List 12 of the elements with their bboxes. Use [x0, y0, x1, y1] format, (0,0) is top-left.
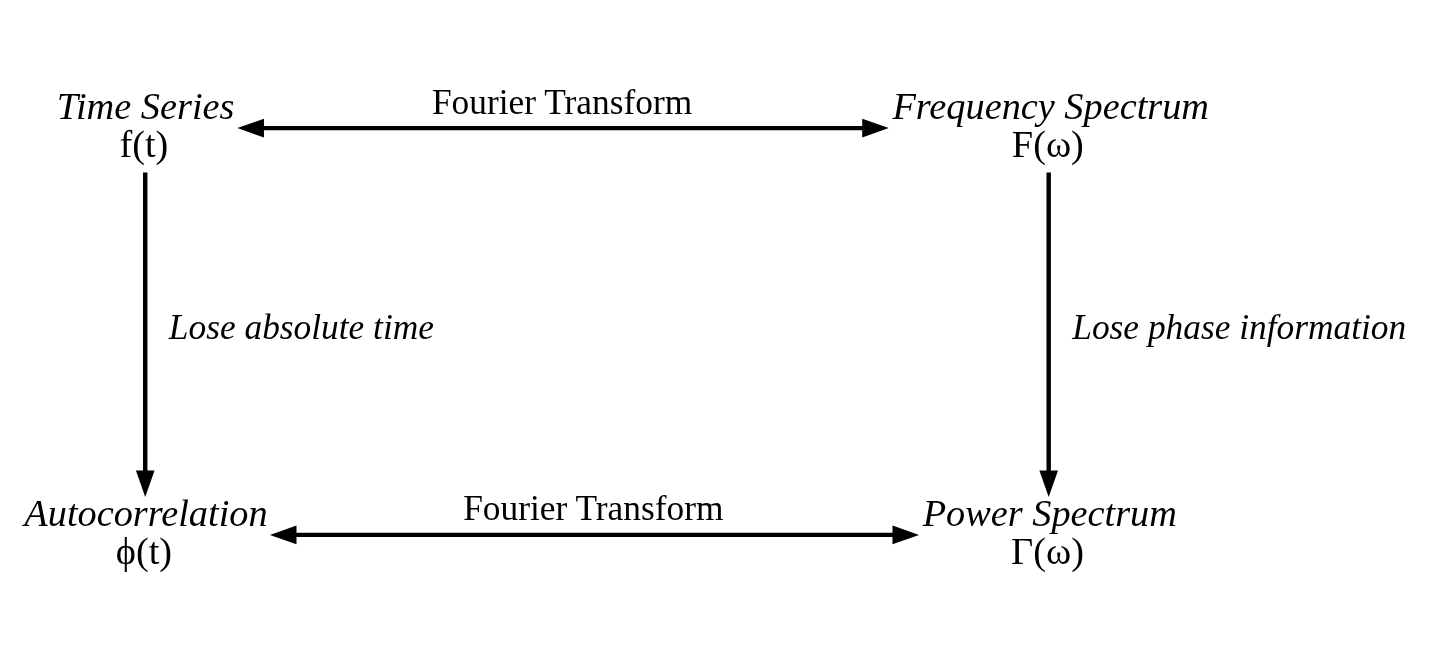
node-text: Power Spectrum Γ(ω): [922, 491, 1177, 572]
edge-label: Fourier Transform: [431, 81, 693, 122]
arrow: [237, 118, 889, 137]
edge-label: Lose phase information: [1072, 306, 1407, 347]
edge-label: Lose absolute time: [168, 306, 434, 347]
node-text: Frequency Spectrum F(ω): [892, 84, 1209, 165]
arrow: [1039, 171, 1058, 497]
edge-label: Fourier Transform: [463, 487, 724, 528]
node-text: Time Series f(t): [56, 84, 235, 165]
arrow: [269, 525, 920, 544]
node-text: Autocorrelation ϕ(t): [24, 491, 268, 572]
arrow: [135, 171, 155, 497]
